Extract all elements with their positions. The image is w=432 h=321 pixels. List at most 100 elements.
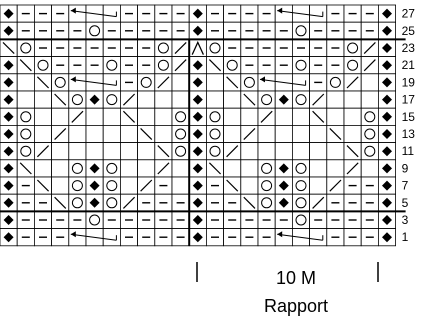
- cell-box: [205, 125, 224, 144]
- chart-cell: [68, 73, 87, 92]
- right-decrease-icon: [174, 41, 187, 55]
- chart-cell: [240, 90, 259, 109]
- cable-line: [259, 78, 306, 86]
- cell-box: [85, 21, 104, 40]
- chart-cell: [0, 90, 18, 109]
- knit-diamond-icon: [382, 232, 392, 243]
- yarn-over-circle-icon: [106, 59, 118, 71]
- chart-cell: [291, 125, 310, 144]
- chart-cell: [326, 210, 345, 229]
- chart-cell: [0, 56, 18, 75]
- yarn-over-circle-icon: [347, 59, 359, 71]
- yarn-over-circle-icon: [261, 94, 273, 106]
- chart-cell: [343, 159, 362, 178]
- cell-box: [51, 159, 70, 178]
- cell-box: [102, 125, 121, 144]
- chart-cell: [137, 142, 156, 161]
- cable-cross-icon: [70, 76, 117, 86]
- chart-cell: [16, 107, 35, 126]
- double-decrease-icon: [191, 40, 204, 55]
- chart-cell: [68, 210, 87, 229]
- chart-cell: [16, 4, 35, 23]
- row-label: 21: [402, 58, 416, 72]
- yarn-over-circle-icon: [37, 59, 49, 71]
- chart-cell: [240, 228, 259, 247]
- right-decrease-icon: [329, 179, 342, 192]
- chart-cell: [68, 4, 87, 23]
- chart-cell: [291, 142, 310, 161]
- chart-cell: [257, 125, 276, 144]
- chart-cell: [51, 176, 70, 195]
- chart-cell: [188, 193, 207, 212]
- right-decrease-icon: [346, 162, 359, 175]
- chart-cell: [343, 176, 362, 195]
- chart-cell: [291, 210, 310, 229]
- right-decrease-icon: [363, 41, 376, 55]
- row-label: 23: [402, 41, 416, 55]
- chart-cell: [16, 56, 35, 75]
- chart-cell: [137, 21, 156, 40]
- chart-cell: [343, 125, 362, 144]
- left-decrease-icon: [140, 127, 153, 141]
- chart-cell: [171, 210, 190, 229]
- chart-cell: [0, 21, 18, 40]
- knit-diamond-icon: [278, 180, 289, 191]
- left-decrease-icon: [226, 76, 239, 89]
- chart-cell: [223, 39, 242, 58]
- chart-cell: [274, 210, 293, 229]
- chart-cell: [377, 125, 396, 144]
- chart-cell: [188, 159, 207, 178]
- chart-cell: [188, 4, 207, 23]
- cell-box: [326, 142, 345, 161]
- chart-cell: [0, 228, 18, 247]
- row-label: 3: [402, 213, 409, 227]
- cell-box: [257, 193, 276, 212]
- chart-cell: [205, 21, 224, 40]
- chart-cell: [360, 21, 379, 40]
- chart-cell: [343, 142, 362, 161]
- cell-box: [102, 193, 121, 212]
- left-decrease-icon: [19, 59, 32, 72]
- cell-box: [51, 176, 70, 195]
- chart-cell: [0, 125, 18, 144]
- knit-diamond-icon: [382, 197, 392, 208]
- chart-cell: [154, 4, 173, 23]
- chart-cell: [137, 193, 156, 212]
- cell-box: [205, 107, 224, 126]
- cell-box: [137, 107, 156, 126]
- chart-cell: [34, 142, 53, 161]
- cell-box: [274, 228, 293, 247]
- chart-cell: [171, 159, 190, 178]
- cable-line: [70, 78, 117, 86]
- knit-diamond-icon: [192, 77, 203, 88]
- cable-cross-icon: [70, 7, 117, 18]
- chart-cell: [85, 56, 104, 75]
- chart-cell: [326, 4, 345, 23]
- cell-box: [120, 142, 139, 161]
- chart-cell: [154, 56, 173, 75]
- chart-cell: [34, 4, 53, 23]
- cell-box: [102, 4, 121, 23]
- chart-cell: [291, 56, 310, 75]
- chart-cell: [137, 159, 156, 178]
- chart-cell: [68, 21, 87, 40]
- chart-cell: [51, 4, 70, 23]
- yarn-over-circle-icon: [20, 42, 32, 54]
- chart-cell: [120, 125, 139, 144]
- chart-cell: [16, 125, 35, 144]
- chart-cell: [274, 21, 293, 40]
- yarn-over-circle-icon: [347, 42, 359, 54]
- chart-cell: [291, 73, 310, 92]
- chart-cell: [188, 210, 207, 229]
- chart-cell: [240, 21, 259, 40]
- chart-cell: [274, 56, 293, 75]
- cell-box: [343, 125, 362, 144]
- cell-box: [68, 228, 87, 247]
- cell-box: [102, 73, 121, 92]
- yarn-over-circle-icon: [106, 197, 118, 209]
- cell-box: [240, 107, 259, 126]
- knit-diamond-icon: [3, 8, 14, 19]
- yarn-over-circle-icon: [295, 197, 307, 209]
- chart-cell: [154, 228, 173, 247]
- knit-diamond-icon: [192, 129, 203, 139]
